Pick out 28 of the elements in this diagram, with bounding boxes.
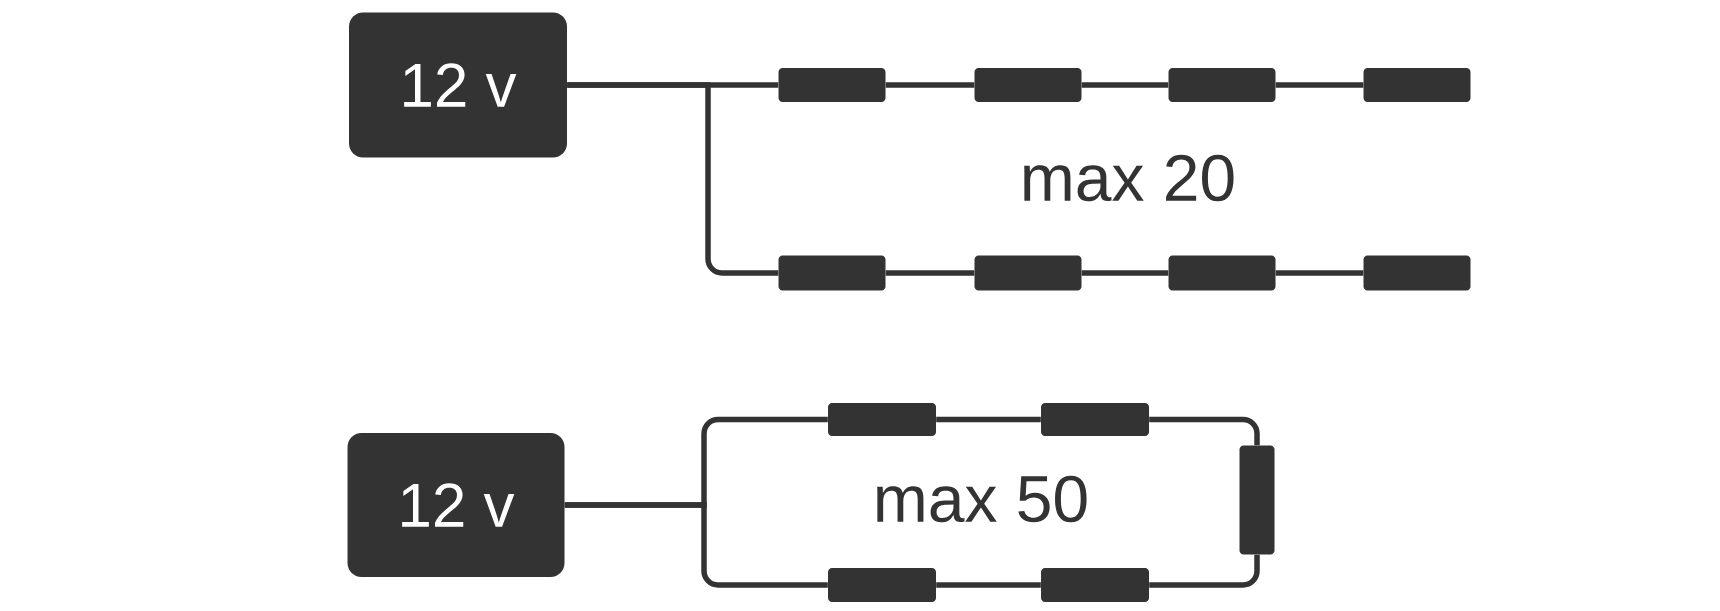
- led-bar: [1041, 403, 1149, 436]
- led-bar: [828, 403, 936, 436]
- wire: [1081, 82, 1169, 88]
- led-bar: [974, 68, 1082, 102]
- led-bar: [1168, 68, 1276, 102]
- wire: [885, 270, 975, 276]
- led-bar: [1239, 445, 1275, 555]
- power-supply-box: 12 v: [349, 12, 567, 158]
- wire: [936, 582, 1041, 588]
- wire: [564, 502, 828, 588]
- wire: [1275, 82, 1364, 88]
- wire: [1275, 270, 1364, 276]
- led-bar: [778, 255, 886, 291]
- wire: [567, 82, 779, 276]
- wire: [885, 82, 975, 88]
- wire: [1081, 270, 1169, 276]
- led-bar: [1363, 255, 1471, 291]
- led-bar: [1168, 255, 1276, 291]
- led-bar: [778, 68, 886, 102]
- limit-label: max 50: [877, 475, 1087, 523]
- led-bar: [1363, 68, 1471, 102]
- wire: [1149, 416, 1260, 446]
- limit-label: max 20: [1024, 154, 1234, 202]
- led-bar: [828, 568, 936, 602]
- led-bar: [1041, 568, 1149, 602]
- power-supply-box: 12 v: [347, 433, 565, 577]
- wire: [936, 416, 1041, 423]
- led-bar: [974, 255, 1082, 291]
